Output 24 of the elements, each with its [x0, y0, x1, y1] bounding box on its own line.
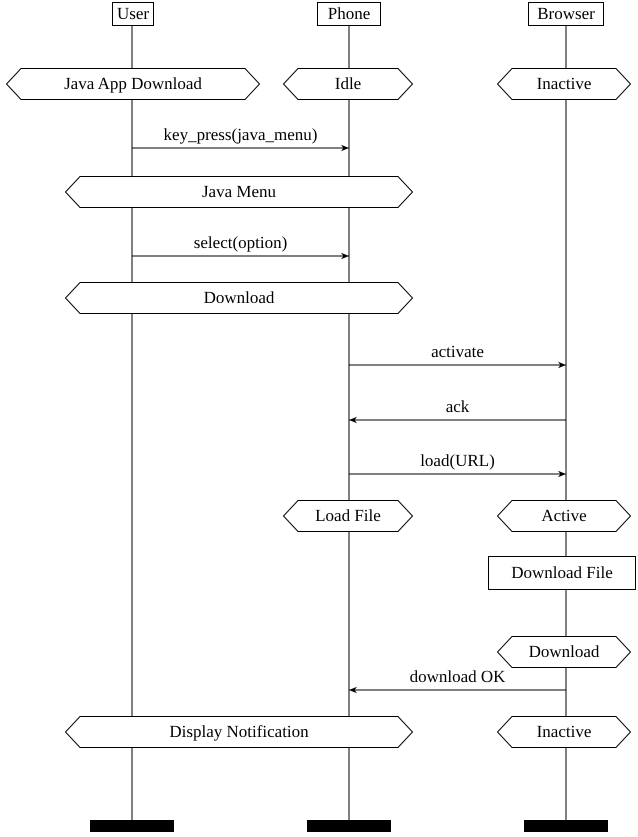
message-arrow — [348, 686, 566, 694]
action-box: Download File — [488, 556, 636, 590]
message-arrow — [348, 470, 566, 478]
message-arrow — [348, 416, 566, 424]
state-hexagon: Java App Download — [6, 68, 260, 100]
lifeline — [348, 26, 350, 820]
message-arrow — [132, 252, 350, 260]
message-label: select(option) — [192, 234, 290, 252]
message-arrow — [348, 362, 566, 368]
state-hexagon: Active — [497, 500, 631, 532]
lifeline-header-box: Phone — [317, 2, 381, 26]
state-hexagon: Inactive — [497, 716, 631, 748]
state-hexagon: Idle — [283, 68, 413, 100]
message-label: load(URL) — [418, 452, 497, 470]
state-hexagon: Download — [497, 636, 631, 668]
message-label: key_press(java_menu) — [162, 126, 320, 144]
state-hexagon: Load File — [283, 500, 413, 532]
state-hexagon: Display Notification — [65, 716, 413, 748]
state-hexagon: Inactive — [497, 68, 631, 100]
message-arrow — [132, 144, 350, 152]
state-hexagon: Download — [65, 282, 413, 314]
lifeline-header-box: User — [112, 2, 154, 26]
lifeline-header-box: Browser — [528, 2, 604, 26]
state-hexagon: Java Menu — [65, 176, 413, 208]
